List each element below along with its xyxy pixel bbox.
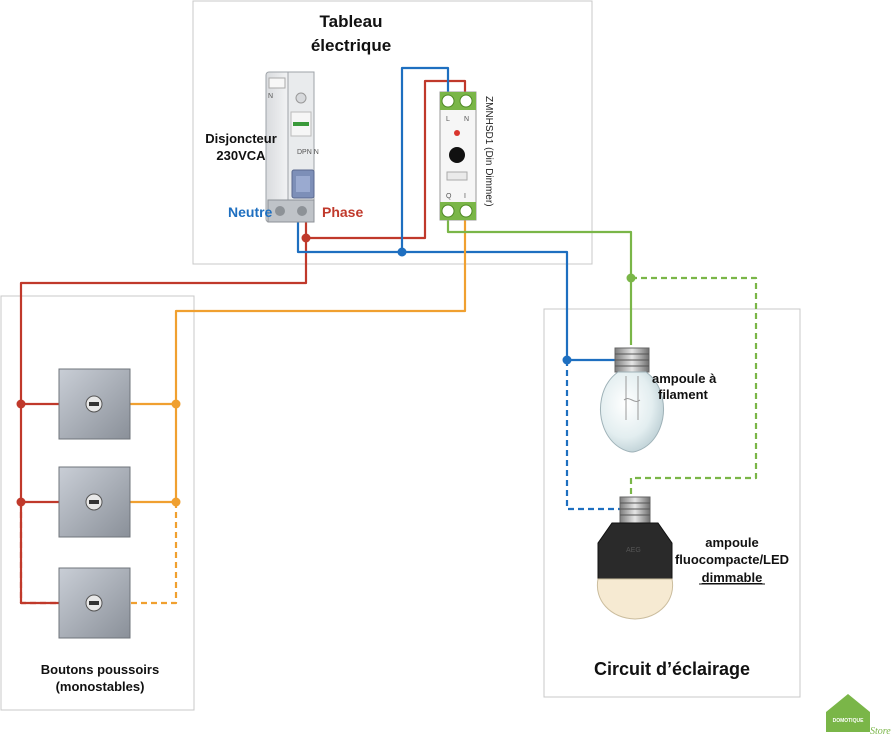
breaker-label-line2: 230VCA (216, 148, 266, 163)
terminal-q: Q (446, 193, 452, 200)
dimmer-model-label: ZMNHSD1 (Din Dimmer) (483, 96, 494, 207)
phase-junction (301, 233, 311, 243)
switches-label-line1: Boutons poussoirs (41, 662, 159, 677)
bulb2-label-line1: ampoule (705, 535, 758, 550)
terminal-i: I (464, 193, 466, 200)
phase-junction-2 (16, 497, 26, 507)
led-bulb-icon: AEG (596, 496, 674, 620)
lighting-box (543, 308, 801, 698)
push-button-1[interactable] (58, 368, 131, 440)
phase-junction-1 (16, 399, 26, 409)
panel-title-line1: Tableau (320, 12, 383, 31)
breaker-mark-n: N (268, 93, 273, 100)
push-button-2[interactable] (58, 466, 131, 538)
push-button-3[interactable] (58, 567, 131, 639)
logo-line2: Store (870, 726, 891, 737)
neutral-junction (397, 247, 407, 257)
neutral-wire-to-bulb (296, 222, 620, 362)
lighting-title: Circuit d’éclairage (594, 659, 750, 679)
circuit-breaker: N DPN N (265, 71, 319, 223)
switch-wire-3-optional (130, 502, 178, 605)
load-wire (446, 220, 633, 345)
terminal-n: N (464, 116, 469, 123)
bulb1-label-line1: ampoule à (652, 371, 717, 386)
load-wire-bulb-2-optional (629, 276, 758, 498)
neutral-wire-to-bulb-2-optional (565, 360, 620, 511)
switch-junction-2 (171, 497, 181, 507)
logo-line1: DOMOTIQUE (833, 718, 864, 724)
phase-label: Phase (322, 204, 363, 220)
neutral-junction-bulb (562, 355, 572, 365)
led-bulb-brand: AEG (626, 547, 641, 554)
switch-junction-1 (171, 399, 181, 409)
bulb2-label-line3: dimmable (702, 570, 763, 585)
domotique-store-logo: DOMOTIQUE Store (826, 694, 891, 737)
bulb1-label-line2: filament (658, 387, 709, 402)
phase-wire-switch-3-optional (19, 502, 61, 605)
incandescent-bulb-icon (600, 347, 664, 453)
neutral-wire-to-dimmer (400, 66, 450, 252)
switches-label-line2: (monostables) (56, 679, 145, 694)
panel-title-line2: électrique (311, 36, 391, 55)
house-icon (826, 694, 870, 732)
bulb2-label-line2: fluocompacte/LED (675, 552, 789, 567)
breaker-mark-dpn: DPN N (297, 149, 319, 156)
switch-wire (130, 220, 467, 504)
din-dimmer-module: L N Q I ZMNHSD1 (Din Dimmer) (439, 91, 494, 221)
panel-box (192, 0, 593, 265)
neutral-label: Neutre (228, 204, 273, 220)
push-button-icon[interactable] (449, 147, 465, 163)
breaker-label-line1: Disjoncteur (205, 131, 277, 146)
load-junction (626, 273, 636, 283)
status-led-icon (454, 130, 460, 136)
terminal-l: L (446, 116, 450, 123)
